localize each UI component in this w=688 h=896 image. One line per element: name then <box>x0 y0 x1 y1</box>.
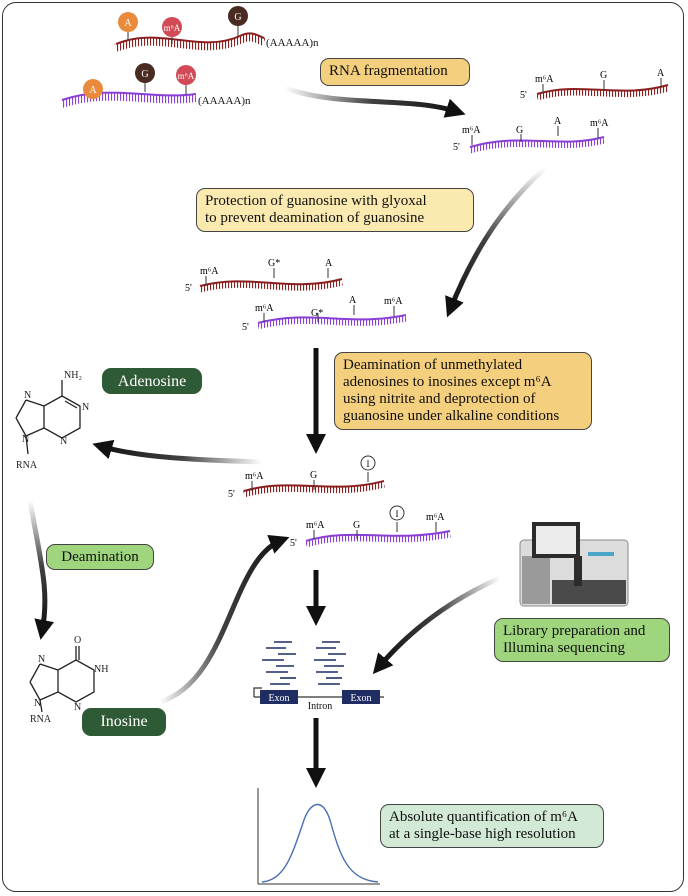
inosine-structure <box>29 646 95 713</box>
m6a-bead <box>162 17 182 37</box>
bead-label-m6a: m⁶A <box>164 23 181 33</box>
imino-nh-label: NH <box>94 664 108 675</box>
site-m6a: m⁶A <box>590 118 609 129</box>
arrow-inosine-to-fragments <box>159 535 290 705</box>
adenosine-bead <box>118 12 138 32</box>
atom-n-label: N <box>74 702 81 713</box>
site-g: G <box>600 70 607 81</box>
bead-label-a: A <box>89 85 97 96</box>
sequencer-illustration <box>519 522 629 607</box>
fragment-purple-protected: 5' m⁶A G* A m⁶A <box>242 295 407 333</box>
quantification-label: Absolute quantification of m⁶A at a sing… <box>380 804 604 848</box>
bead-label-m6a: m⁶A <box>178 71 195 81</box>
library-sequencing-label: Library preparation and Illumina sequenc… <box>494 618 670 662</box>
atom-n-label: N <box>24 390 31 401</box>
site-g-star: G* <box>311 308 323 319</box>
five-prime-label: 5' <box>242 322 249 333</box>
sequencing-reads <box>262 641 346 685</box>
fragment-purple-deaminated: 5' m⁶A G I m⁶A <box>290 505 451 549</box>
fragment-red-deaminated: 5' m⁶A G I <box>228 455 385 500</box>
site-a: A <box>325 258 333 269</box>
atom-n-label: N <box>22 434 29 445</box>
site-m6a: m⁶A <box>535 74 554 85</box>
site-a: A <box>554 116 562 127</box>
five-prime-label: 5' <box>185 283 192 294</box>
gene-model: Exon Exon Intron <box>253 687 384 712</box>
atom-n-label: N <box>38 654 45 665</box>
site-m6a: m⁶A <box>306 520 325 531</box>
atom-n-label: N <box>34 698 41 709</box>
peak-curve <box>261 803 379 883</box>
atom-n-label: N <box>82 402 89 413</box>
inosine-marker-label: I <box>396 509 399 519</box>
fragment-purple-1: 5' m⁶A G A m⁶A <box>453 116 609 154</box>
site-m6a: m⁶A <box>462 125 481 136</box>
inosine-marker <box>360 455 376 471</box>
carbonyl-o-label: O <box>74 635 81 646</box>
intron-label: Intron <box>308 701 332 712</box>
deamination-step-label: Deamination of unmethylated adenosines t… <box>334 352 592 430</box>
glyoxal-protection-label: Protection of guanosine with glyoxal to … <box>196 188 474 232</box>
inosine-marker-label: I <box>367 459 370 469</box>
m6a-peak-plot <box>257 788 380 885</box>
adenosine-structure <box>15 380 81 455</box>
site-m6a: m⁶A <box>255 303 274 314</box>
mrna-purple-full: A G m⁶A (AAAAA)n <box>60 63 251 108</box>
exon-box <box>260 690 298 704</box>
polya-tail: (AAAAA)n <box>198 95 251 107</box>
deamination-label: Deamination <box>46 544 154 570</box>
exon-box <box>342 690 380 704</box>
exon-label: Exon <box>350 693 371 704</box>
amino-group-label: NH₂ <box>64 370 82 381</box>
site-a: A <box>349 295 357 306</box>
site-g: G <box>310 470 317 481</box>
site-m6a: m⁶A <box>245 471 264 482</box>
site-g: G <box>353 520 360 531</box>
five-prime-label: 5' <box>228 489 235 500</box>
five-prime-label: 5' <box>520 90 527 101</box>
five-prime-label: 5' <box>290 538 297 549</box>
arrow-to-adenosine <box>92 439 263 465</box>
arrow-adenosine-to-inosine <box>27 499 55 640</box>
ribose-rna-label: RNA <box>16 460 38 471</box>
atom-n-label: N <box>60 436 67 447</box>
site-m6a: m⁶A <box>200 266 219 277</box>
inosine-label: Inosine <box>82 708 166 736</box>
site-m6a: m⁶A <box>426 512 445 523</box>
bead-label-a: A <box>124 18 132 29</box>
ribose-rna-label: RNA <box>30 714 52 725</box>
rna-fragmentation-label: RNA fragmentation <box>320 58 470 86</box>
guanosine-bead <box>228 6 248 26</box>
bead-label-g: G <box>141 69 148 80</box>
adenosine-bead <box>83 79 103 99</box>
m6a-bead <box>176 65 196 85</box>
site-a: A <box>657 68 665 79</box>
arrow-protection <box>445 166 547 318</box>
site-g: G <box>516 125 523 136</box>
polya-tail: (AAAAA)n <box>266 37 319 49</box>
fragment-red-protected: 5' m⁶A G* A <box>185 258 343 294</box>
mrna-red-full: A m⁶A G (AAAAA)n <box>114 6 319 52</box>
exon-label: Exon <box>268 693 289 704</box>
arrow-fragmentation <box>284 85 466 118</box>
bead-label-g: G <box>234 12 241 23</box>
site-g-star: G* <box>268 258 280 269</box>
fragment-red-1: 5' m⁶A G A <box>520 68 669 101</box>
site-m6a: m⁶A <box>384 296 403 307</box>
five-prime-label: 5' <box>453 142 460 153</box>
adenosine-label: Adenosine <box>102 368 202 394</box>
inosine-marker <box>389 505 405 521</box>
guanosine-bead <box>135 63 155 83</box>
arrow-from-sequencer <box>372 575 502 675</box>
